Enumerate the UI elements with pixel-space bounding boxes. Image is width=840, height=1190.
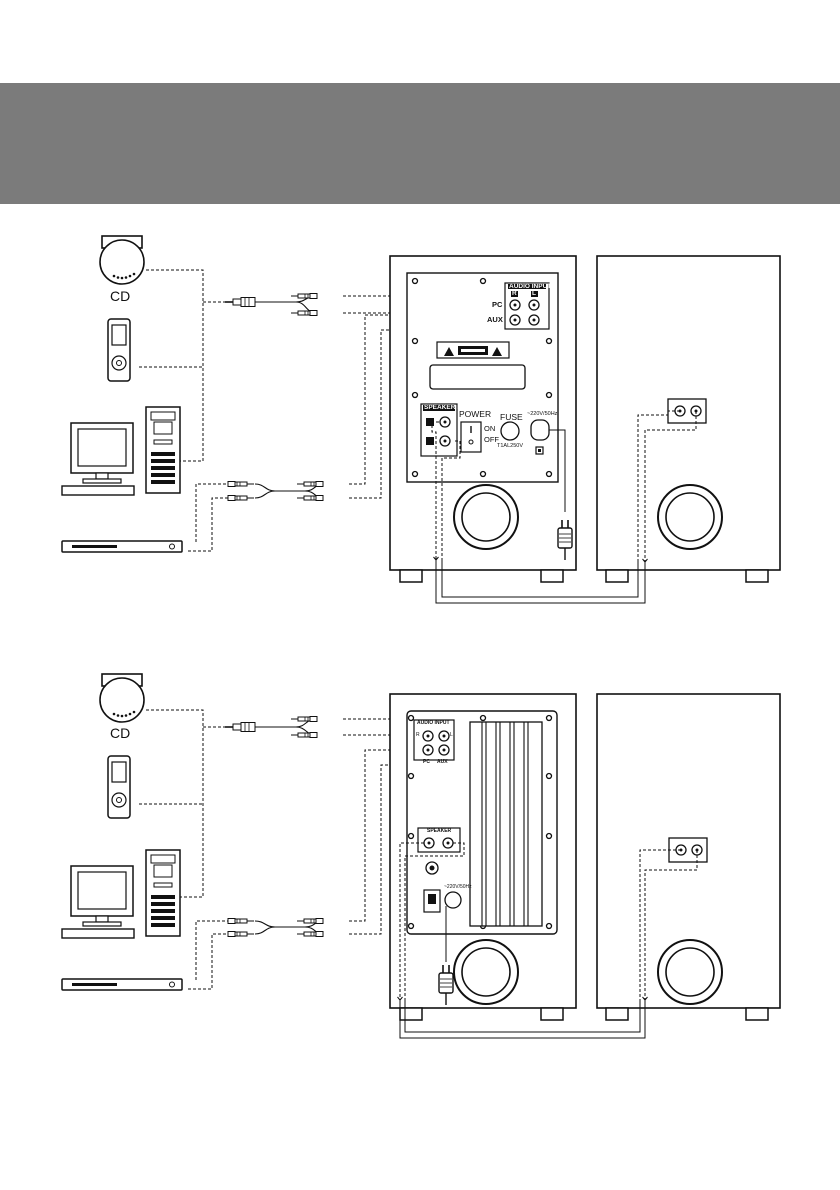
diagram-2 — [61, 673, 781, 1039]
speaker-out-label: SPEAKER R — [424, 404, 462, 411]
mains-rating-label-2: ~220V/50Hz — [444, 884, 472, 890]
fuse-label: FUSE — [500, 412, 523, 422]
channel-l-label-2: L — [450, 732, 453, 738]
off-label: OFF — [484, 435, 499, 444]
speaker-cables-1 — [431, 410, 697, 562]
computer-icon — [61, 406, 181, 496]
cd-player-icon — [99, 235, 145, 285]
cd-label: CD — [110, 288, 131, 304]
audio-input-label-2: AUDIO INPUT — [417, 720, 450, 726]
input-pc-label: PC — [492, 300, 503, 309]
rca-plug-2d — [227, 931, 255, 937]
on-label: ON — [484, 424, 496, 433]
split-cables-1 — [254, 295, 323, 499]
channel-r-label-2: R — [416, 732, 420, 738]
mains-rating-label: ~220V/50Hz — [527, 411, 558, 417]
cd-player-icon — [99, 673, 145, 723]
rca-plug-2a — [290, 716, 318, 722]
audio-input-label: AUDIO INPUT — [509, 283, 552, 290]
dvd-player-icon — [61, 540, 183, 553]
rca-plug-2b — [290, 732, 318, 738]
mp3-player-icon — [107, 318, 131, 382]
rca-plug-1c — [227, 481, 255, 487]
speaker-wire-1 — [433, 429, 648, 604]
rca-plug-1a — [290, 293, 318, 299]
rca-plug-1f — [296, 495, 324, 501]
diagram-1 — [61, 235, 781, 604]
mini-jack-plug-2 — [225, 722, 262, 732]
split-cables-2 — [254, 718, 323, 935]
source-cables-2 — [139, 709, 447, 990]
passive-speaker-2 — [596, 693, 781, 1021]
rca-plug-2f — [296, 931, 324, 937]
cd-label-2: CD — [110, 725, 131, 741]
rca-plug-1b — [290, 310, 318, 316]
active-speaker-2 — [389, 693, 577, 1021]
rca-plug-1d — [227, 495, 255, 501]
mp3-player-icon — [107, 755, 131, 819]
active-speaker-1 — [389, 255, 577, 583]
speaker-out-label-2: SPEAKER — [427, 828, 452, 834]
passive-speaker-1 — [596, 255, 781, 583]
fuse-rating-label: T1AL250V — [497, 443, 523, 449]
dvd-player-icon — [61, 978, 183, 991]
computer-icon — [61, 849, 181, 939]
rca-plug-2c — [227, 918, 255, 924]
channel-r-label: R — [512, 290, 517, 297]
power-label: POWER — [459, 409, 492, 419]
channel-l-label: L — [532, 290, 536, 297]
rca-plug-1e — [296, 481, 324, 487]
input-aux-label: AUX — [487, 315, 503, 324]
input-aux-label-2: AUX — [437, 759, 448, 765]
input-pc-label-2: PC — [423, 759, 430, 765]
speaker-cables-2 — [399, 842, 698, 1000]
mini-jack-plug-1 — [225, 297, 262, 307]
header-band — [0, 83, 840, 204]
rca-plug-2e — [296, 918, 324, 924]
speaker-wire-2 — [397, 906, 648, 1039]
